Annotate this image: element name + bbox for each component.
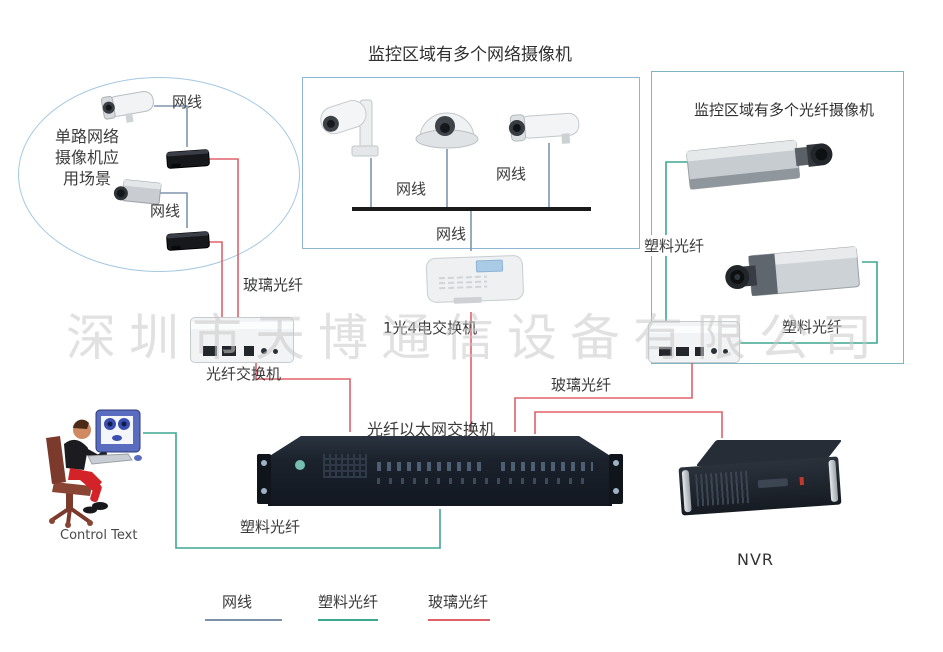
oe-switch-device [426,255,524,304]
port [676,347,689,356]
netline-label-ellipse-bottom: 网线 [150,202,181,220]
fiber-switch-left-device [190,317,294,363]
legend-netline-label: 网线 [222,593,253,611]
oe-switch-label: 1光4电交换机 [383,319,478,337]
switch-port-group-b [501,462,593,471]
ptz-camera [320,99,379,157]
port [695,347,704,356]
rack-ear-right [609,454,623,504]
legend-plastic-label: 塑料光纤 [318,593,379,611]
fiber-switch-left-highlight [191,322,293,329]
scene-label-line3: 用场景 [62,169,111,188]
control-label: Control Text [60,528,138,543]
nvr-led [799,476,805,486]
scene-label: 单路网络 摄像机应 用场景 [42,126,132,189]
switch-led-matrix [323,454,367,478]
screw [613,488,619,494]
switch-port-group-a [377,462,487,471]
glass-fiber-label-left: 玻璃光纤 [243,276,304,294]
netline-label-ellipse-top: 网线 [172,93,203,111]
legend-plastic-swatch [318,619,378,621]
fiber-box-camera-1 [686,139,833,190]
fiber-ethernet-switch-label: 光纤以太网交换机 [367,420,496,439]
fiber-switch-right-device [648,321,740,363]
media-converter-1 [166,149,210,169]
bullet-camera-2 [508,112,580,144]
fiber-ethernet-switch-device [257,434,623,510]
operator-workstation [46,409,142,528]
port [659,347,672,356]
media-converter-2 [166,231,210,251]
plastic-fiber-label-right-bottom: 塑料光纤 [782,318,843,336]
nvr-handle-left [681,469,692,513]
bullet-camera-scene [100,90,154,123]
scene-label-line2: 摄像机应 [54,148,119,167]
netline-label-box-right: 网线 [496,165,527,183]
scene-label-line1: 单路网络 [54,127,119,146]
netline-label-box-left: 网线 [396,180,427,198]
legend-glass-swatch [428,619,490,621]
single-camera-scene-ellipse [18,77,300,272]
fiber-switch-right-highlight [649,326,739,333]
legend-netline-swatch [205,619,282,621]
network-area-title: 监控区域有多个网络摄像机 [368,45,572,65]
fiber-box-camera-2 [725,246,860,297]
nvr-vent-grill [695,470,750,507]
nvr-label: NVR [737,550,775,569]
screw [261,460,267,466]
switch-logo [295,460,305,470]
switch-chassis [267,436,613,506]
port-dot [273,349,278,354]
port-dot [261,348,267,354]
plastic-fiber-label-bottom: 塑料光纤 [240,518,301,536]
port-dot [711,348,717,354]
screw [261,488,267,494]
glass-fiber-label-right: 玻璃光纤 [551,376,612,394]
port [222,346,236,356]
nvr-handle-right [828,459,839,503]
dome-camera [415,112,479,149]
nvr-device [676,436,846,524]
plastic-fiber-label-right-top: 塑料光纤 [644,235,705,256]
nvr-front-face [678,456,842,516]
nvr-badge [757,478,789,489]
fiber-switch-label: 光纤交换机 [206,365,282,383]
screw [613,460,619,466]
netline-label-box-bottom: 网线 [436,225,467,243]
fiber-area-title: 监控区域有多个光纤摄像机 [693,101,874,119]
fiber-camera-area-box [651,71,904,364]
port [244,346,254,356]
legend-glass-label: 玻璃光纤 [428,593,489,611]
rack-ear-left [257,454,271,504]
switch-port-row2 [377,478,593,484]
box-camera-scene [113,179,162,205]
port [203,346,217,356]
port-dot [723,349,728,354]
